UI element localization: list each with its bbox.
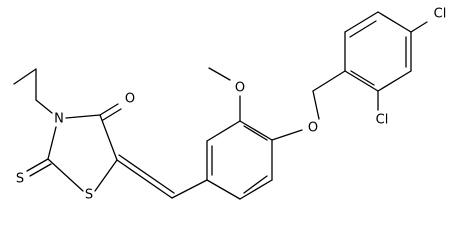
bond-ring2-inner-1 [349, 20, 377, 38]
bond-o-ch2 [312, 90, 320, 120]
bond-ring2-b [344, 11, 379, 33]
atom-n-ring: N [54, 112, 64, 127]
bond-ch2-ring2 [312, 70, 346, 92]
bond-c2-s1 [47, 158, 84, 192]
bond-ring1-b [206, 120, 241, 142]
bond-ethyl-n [35, 99, 53, 114]
structure-diagram: O O O N S S Cl Cl [13, 7, 446, 203]
bond-o-methyl [208, 67, 231, 81]
atom-o-ether: O [308, 121, 318, 136]
bond-carbonyl-1 [99, 103, 119, 116]
bond-ring1-e [239, 179, 273, 200]
bond-c5-c4 [99, 114, 118, 161]
atom-s-ring: S [85, 188, 93, 203]
bond-ring2-c [377, 11, 412, 33]
bond-s1-c5 [94, 159, 118, 192]
bond-thione-1 [26, 158, 49, 172]
bond-ring2-e [377, 70, 412, 92]
bond-thione-2 [29, 163, 52, 177]
atom-cl-top: Cl [434, 7, 447, 22]
bond-exo-2 [118, 154, 175, 194]
bond-ch-ring [171, 179, 208, 199]
bond-n-c4 [65, 114, 101, 119]
atom-s-thione: S [16, 172, 24, 187]
bond-ring1-inner-2 [243, 125, 268, 141]
bond-exo-1 [116, 159, 173, 199]
bond-ring2-cl-top [410, 21, 428, 33]
bond-ring2-f [344, 70, 379, 92]
atom-labels: O O O N S S Cl Cl [16, 7, 446, 203]
bond-ring-o-ether [271, 129, 303, 141]
atom-cl-bottom: Cl [376, 113, 389, 128]
bond-ring1-inner-3 [243, 175, 268, 194]
bond-ring2-inner-3 [350, 70, 375, 86]
bond-carbonyl-2 [102, 108, 122, 121]
bond-n-c2 [47, 126, 57, 160]
atom-o-methoxy: O [235, 81, 245, 96]
molecule-svg: O O O N S S Cl Cl [13, 7, 446, 203]
bond-ethyl-ch3 [13, 68, 37, 85]
atom-o-carbonyl: O [125, 92, 135, 107]
bond-ring1-f [206, 179, 241, 200]
bond-ring1-c [239, 120, 273, 141]
bonds [13, 11, 428, 200]
